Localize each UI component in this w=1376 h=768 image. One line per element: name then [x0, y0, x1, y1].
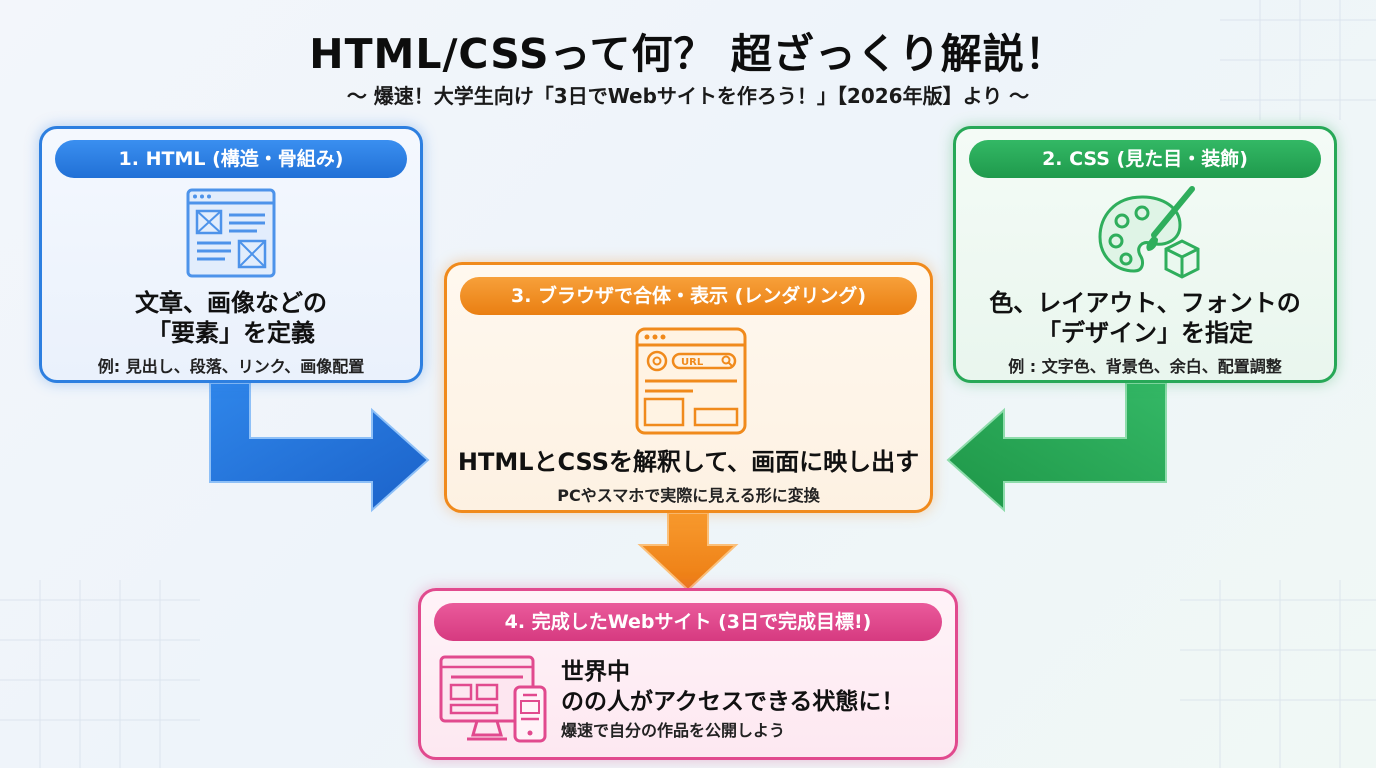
page-title: HTML/CSSって何？ 超ざっくり解説！ — [309, 30, 1067, 78]
website-card-line2: のの人がアクセスできる状態に！ — [561, 689, 905, 715]
website-card-label: 4. 完成したWebサイト (3日で完成目標!) — [434, 603, 942, 641]
html-card-line2: 「要素」を定義 — [147, 319, 315, 347]
browser-card: 3. ブラウザで合体・表示 (レンダリング) URL HTMLとCSSを解釈して… — [444, 262, 933, 513]
html-card-label: 1. HTML (構造・骨組み) — [55, 140, 407, 178]
website-card-line3: 爆速で自分の作品を公開しよう — [561, 721, 786, 740]
browser-url-text: URL — [681, 357, 704, 368]
wireframe-page-icon — [186, 188, 276, 278]
page-subtitle: 〜 爆速！大学生向け「3日でWebサイトを作ろう！」【2026年版】より 〜 — [346, 84, 1030, 108]
browser-window-icon: URL — [635, 327, 747, 435]
website-card-text: 世界中 のの人がアクセスできる状態に！ 爆速で自分の作品を公開しよう — [561, 657, 951, 743]
css-card-label: 2. CSS (見た目・装飾) — [969, 140, 1321, 178]
html-card: 1. HTML (構造・骨組み) 文章、画像などの 「要素」を定義 例: 見出し… — [39, 126, 423, 383]
palette-brush-icon — [1098, 186, 1200, 279]
css-card-line1: 色、レイアウト、フォントの — [989, 289, 1301, 317]
html-card-example: 例: 見出し、段落、リンク、画像配置 — [97, 357, 365, 376]
website-card: 4. 完成したWebサイト (3日で完成目標!) 世界中 のの人がアクセスできる… — [418, 588, 958, 760]
css-card-example: 例 : 文字色、背景色、余白、配置調整 — [1008, 357, 1282, 376]
website-card-line1: 世界中 — [561, 659, 630, 685]
desktop-mobile-icon — [439, 655, 547, 743]
browser-card-main: HTMLとCSSを解釈して、画面に映し出す — [457, 448, 920, 476]
css-card: 2. CSS (見た目・装飾) 色、レイアウト、フォントの 「デザイン」を指定 … — [953, 126, 1337, 383]
browser-card-label: 3. ブラウザで合体・表示 (レンダリング) — [460, 277, 917, 315]
html-card-line1: 文章、画像などの — [135, 289, 327, 317]
browser-card-sub: PCやスマホで実際に見える形に変換 — [557, 486, 820, 505]
css-card-line2: 「デザイン」を指定 — [1037, 319, 1253, 347]
